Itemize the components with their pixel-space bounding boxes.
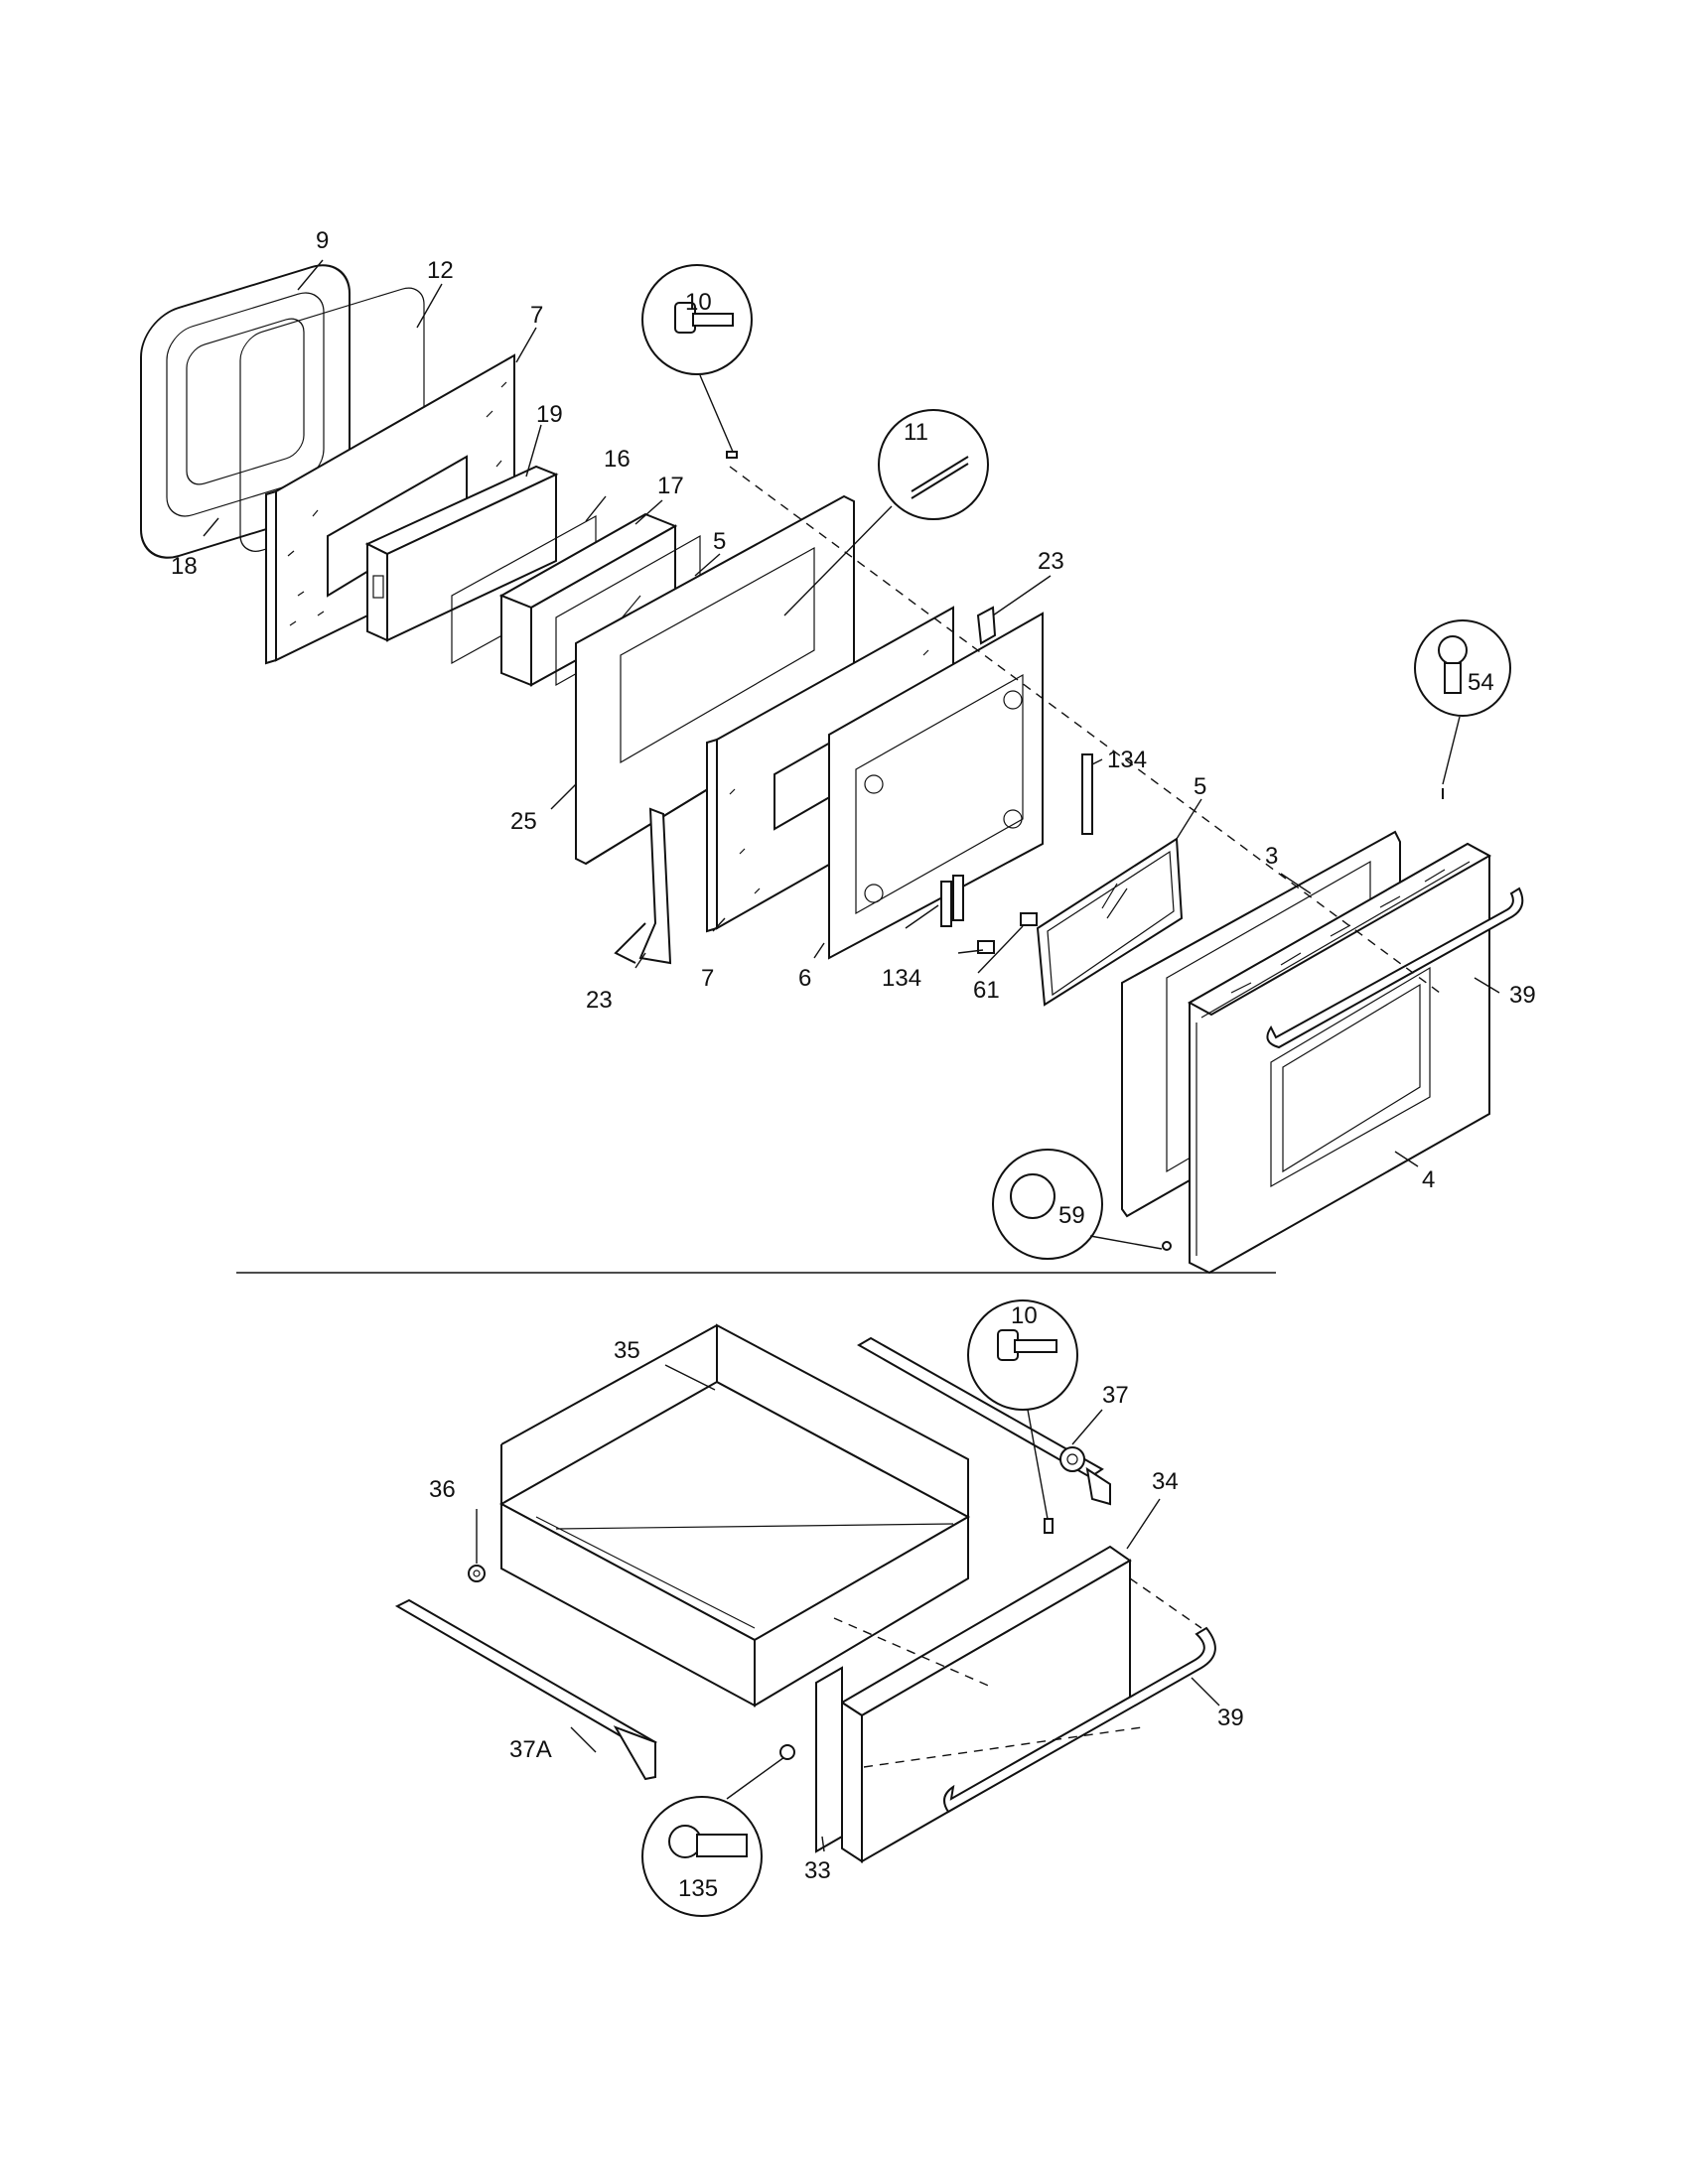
zoom-circle-11 [783, 409, 989, 616]
part-39-handle-upper [1266, 887, 1524, 1049]
callout-7-upper: 7 [530, 302, 543, 329]
assembly-line-bottom-left [833, 1617, 994, 1689]
part-37-right-rail [856, 1336, 1111, 1506]
callout-19: 19 [536, 401, 563, 428]
part-35-drawer-body [498, 1323, 971, 1707]
part-39-handle-lower [943, 1626, 1216, 1814]
callout-3: 3 [1265, 843, 1278, 870]
zoom-circle-135 [641, 1744, 795, 1917]
callout-135: 135 [678, 1875, 718, 1902]
callout-4: 4 [1422, 1166, 1435, 1193]
callout-54: 54 [1468, 669, 1494, 696]
zoom-circle-54 [1414, 619, 1511, 785]
part-36-roller [468, 1565, 486, 1582]
part-33-drawer-panel [815, 1666, 843, 1853]
zoom-circle-10-top [641, 264, 753, 459]
callout-12: 12 [427, 257, 454, 284]
callout-10-top: 10 [685, 289, 712, 316]
callout-35: 35 [614, 1337, 640, 1364]
callout-37A: 37A [509, 1736, 552, 1763]
callout-5-upper: 5 [713, 528, 726, 555]
callout-17: 17 [657, 473, 684, 499]
callout-5-lower: 5 [1194, 773, 1206, 800]
callout-6: 6 [798, 965, 811, 992]
callout-59: 59 [1058, 1202, 1085, 1229]
callout-labels: 9 12 7 19 16 17 5 18 10 11 23 54 134 5 2… [171, 227, 1536, 1902]
part-37A-left-rail [394, 1598, 657, 1781]
callout-25: 25 [510, 808, 537, 835]
callout-7-lower: 7 [701, 965, 714, 992]
callout-39-upper: 39 [1509, 982, 1536, 1009]
leader-lines [297, 259, 1500, 1852]
callout-33: 33 [804, 1857, 831, 1884]
assembly-line-bottom-right [1129, 1577, 1202, 1629]
part-134-bracket-right [1081, 753, 1093, 835]
part-6-door-liner [828, 612, 1044, 960]
callout-11: 11 [904, 419, 928, 446]
callout-61: 61 [973, 977, 1000, 1004]
zoom-circle-10-bottom [967, 1299, 1078, 1534]
part-61-clips [977, 912, 1038, 954]
part-34-drawer-front [840, 1545, 1132, 1863]
leader-18 [203, 517, 219, 537]
part-4-outer-door [1187, 842, 1492, 1275]
callout-134-right: 134 [1107, 747, 1147, 773]
callout-23-upper: 23 [1038, 548, 1064, 575]
callout-39-lower: 39 [1217, 1705, 1244, 1731]
part-23-hinge-lower [614, 807, 672, 965]
callout-16: 16 [604, 446, 631, 473]
callout-37: 37 [1102, 1382, 1129, 1409]
part-5-glass-lower [1036, 837, 1184, 1007]
callout-34: 34 [1152, 1468, 1179, 1495]
callout-10-bottom: 10 [1011, 1302, 1038, 1329]
callout-134-left: 134 [882, 965, 921, 992]
zoom-circle-59 [992, 1149, 1163, 1260]
part-7-insulation-upper [265, 353, 515, 665]
part-59-bumper-small [1162, 1241, 1172, 1251]
part-23-hinge-upper [976, 606, 997, 645]
callout-23-lower: 23 [586, 987, 613, 1014]
part-19-baffle [364, 465, 559, 642]
assembly-line-top [729, 466, 1441, 994]
callout-36: 36 [429, 1476, 456, 1503]
callout-9: 9 [316, 227, 329, 254]
callout-18: 18 [171, 553, 198, 580]
